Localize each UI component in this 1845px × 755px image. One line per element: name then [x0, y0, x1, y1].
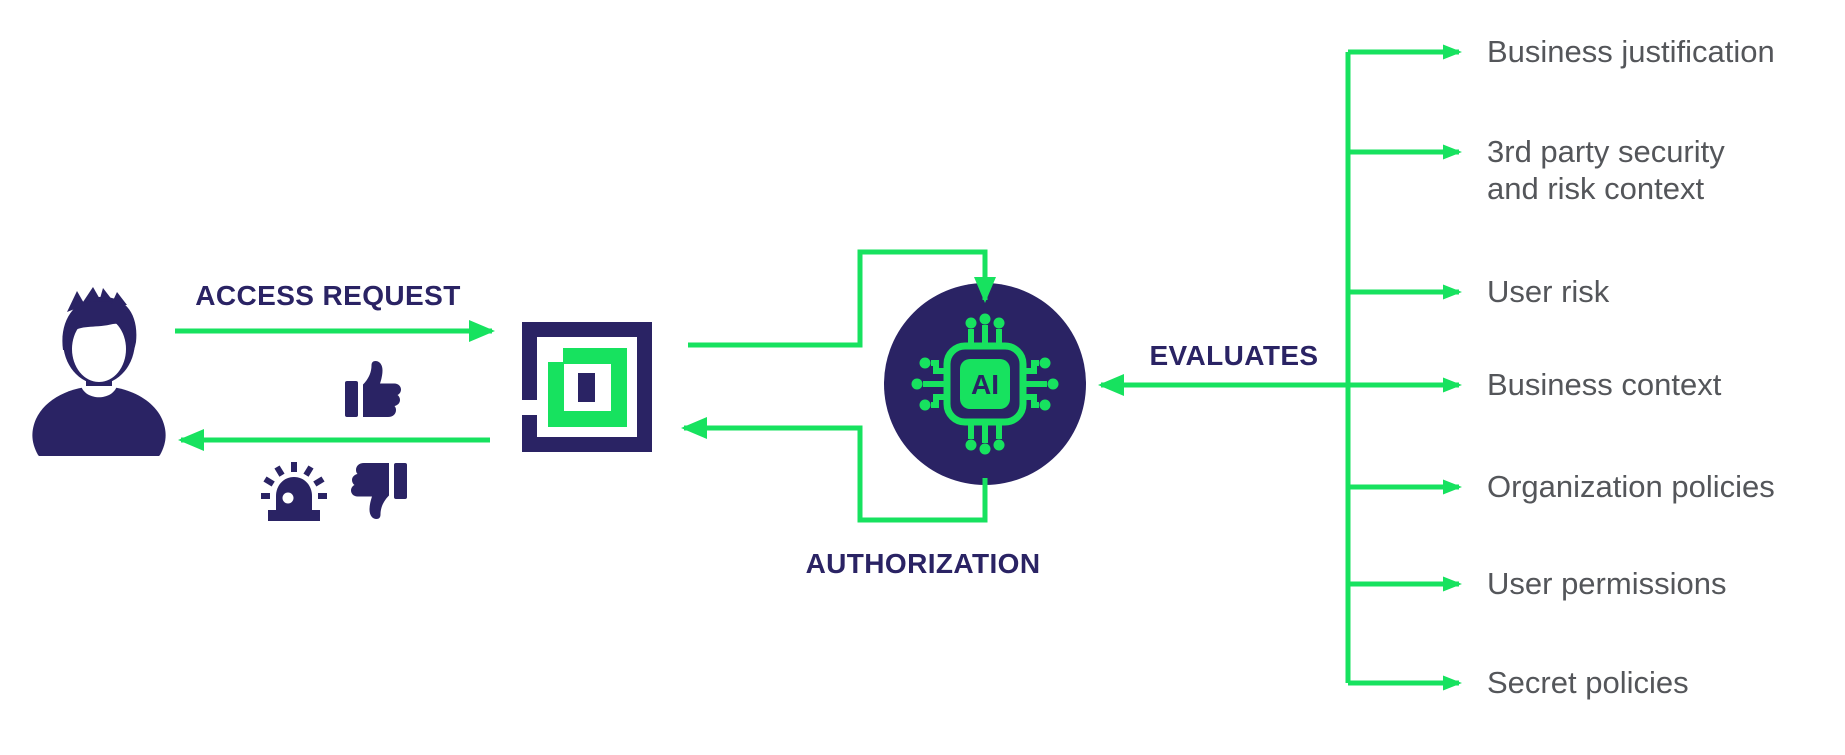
factor-user-risk: User risk — [1487, 274, 1610, 309]
factor-business-context: Business context — [1487, 367, 1722, 402]
factor-organization-policies: Organization policies — [1487, 469, 1775, 504]
factor-secret-policies: Secret policies — [1487, 665, 1689, 700]
access-request-label: ACCESS REQUEST — [195, 280, 461, 311]
user-avatar-icon — [32, 287, 166, 456]
factor-business-justification: Business justification — [1487, 34, 1775, 69]
thumbs-down-icon — [351, 463, 407, 519]
apono-logo-icon — [522, 322, 652, 452]
ai-chip-in-circle-icon: AI — [884, 283, 1086, 485]
ai-chip-label: AI — [971, 369, 999, 400]
factor-3rd-party-security-risk: 3rd party security and risk context — [1487, 134, 1725, 206]
thumbs-up-icon — [345, 361, 401, 417]
factor-user-permissions: User permissions — [1487, 566, 1727, 601]
evaluates-label: EVALUATES — [1149, 340, 1319, 371]
siren-alert-icon — [261, 462, 327, 521]
authorization-label: AUTHORIZATION — [805, 548, 1041, 579]
